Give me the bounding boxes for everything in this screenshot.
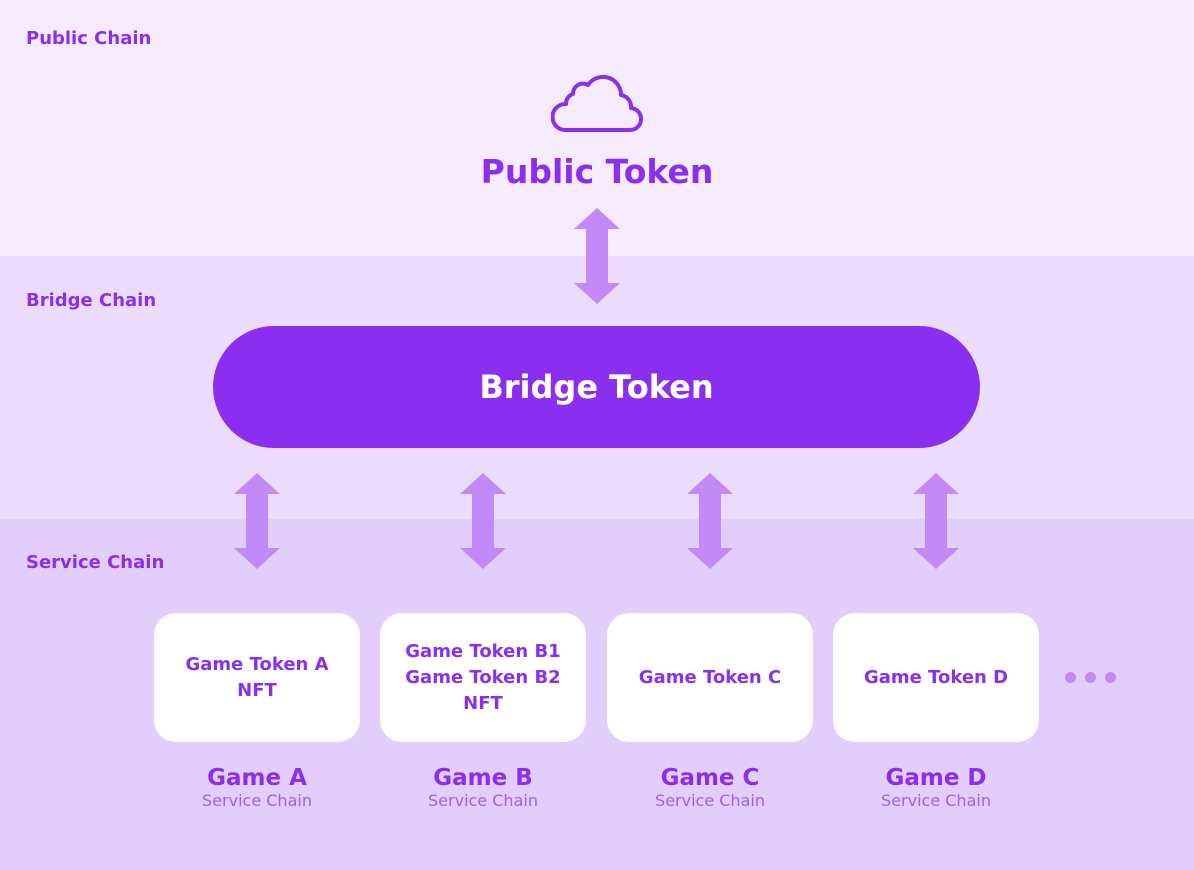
public-token-title: Public Token	[480, 152, 714, 191]
game-c-token-box: Game Token C	[607, 613, 813, 742]
game-d-token-box: Game Token D	[833, 613, 1039, 742]
game-name: Game B	[433, 765, 533, 791]
game-a-caption: Game A Service Chain	[154, 764, 360, 810]
game-b-token-box: Game Token B1 Game Token B2 NFT	[380, 613, 586, 742]
token-label: NFT	[237, 679, 277, 701]
game-chain-label: Service Chain	[202, 791, 312, 810]
game-chain-label: Service Chain	[881, 791, 991, 810]
ellipsis-dot	[1105, 672, 1116, 683]
token-label: Game Token B2	[405, 666, 561, 688]
game-chain-label: Service Chain	[428, 791, 538, 810]
double-arrow-icon	[687, 473, 733, 569]
token-label: Game Token B1	[405, 640, 561, 662]
game-c-caption: Game C Service Chain	[607, 764, 813, 810]
service-chain-label: Service Chain	[26, 552, 165, 573]
game-d-caption: Game D Service Chain	[833, 764, 1039, 810]
game-chain-label: Service Chain	[655, 791, 765, 810]
game-name: Game A	[207, 765, 307, 791]
ellipsis-dot	[1085, 672, 1096, 683]
game-a-token-box: Game Token A NFT	[154, 613, 360, 742]
token-label: NFT	[463, 692, 503, 714]
cloud-icon	[551, 75, 643, 133]
double-arrow-icon	[460, 473, 506, 569]
token-label: Game Token C	[638, 666, 782, 688]
double-arrow-icon	[574, 208, 620, 304]
bridge-token: Bridge Token	[213, 326, 980, 448]
game-name: Game C	[660, 765, 760, 791]
double-arrow-icon	[913, 473, 959, 569]
game-b-caption: Game B Service Chain	[380, 764, 586, 810]
bridge-chain-label: Bridge Chain	[26, 290, 157, 311]
token-label: Game Token D	[863, 666, 1009, 688]
token-label: Game Token A	[185, 653, 329, 675]
game-name: Game D	[885, 765, 987, 791]
double-arrow-icon	[234, 473, 280, 569]
ellipsis-dot	[1065, 672, 1076, 683]
public-chain-label: Public Chain	[26, 28, 152, 49]
